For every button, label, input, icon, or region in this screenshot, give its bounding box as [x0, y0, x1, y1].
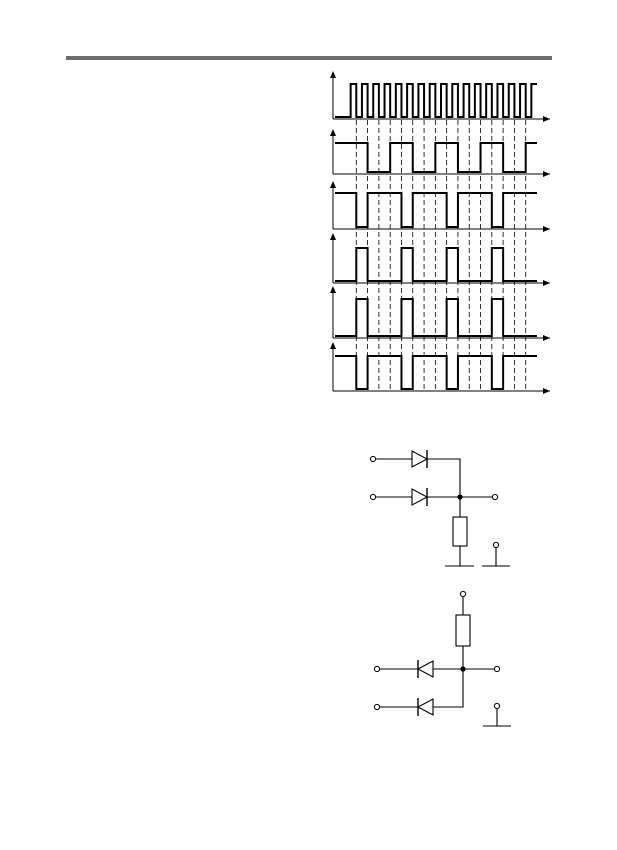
input-terminal-b [373, 703, 381, 711]
output-reference-terminal [493, 702, 501, 710]
wire [433, 706, 464, 708]
waveform-channel-2 [335, 142, 537, 173]
header-rule [66, 56, 552, 60]
supply-terminal [459, 590, 467, 598]
timing-diagram [330, 71, 550, 394]
waveform-pulse-out [335, 298, 537, 337]
amplitude-axis-arrow [330, 71, 336, 78]
output-terminal [491, 493, 499, 501]
output-terminal [493, 665, 501, 673]
diode-a [416, 660, 434, 678]
diode-b [416, 698, 434, 716]
amplitude-axis-arrow [330, 181, 336, 188]
time-axis-arrow [543, 226, 550, 232]
waveform-clock [335, 83, 537, 118]
time-axis-arrow [543, 280, 550, 286]
waveform-channel-3 [335, 192, 537, 228]
amplitude-axis-arrow [330, 342, 336, 349]
amplitude-axis-arrow [330, 129, 336, 136]
waveform-pulse-out-inverted [335, 355, 537, 390]
timing-waveforms [335, 83, 537, 390]
resistor [455, 614, 471, 647]
time-axis-arrow [543, 171, 550, 177]
time-axis-arrow [543, 388, 550, 394]
time-axis-arrow [543, 335, 550, 341]
timing-axes [330, 71, 550, 394]
amplitude-axis-arrow [330, 233, 336, 240]
wire [427, 458, 461, 497]
diode-and-gate-circuit [373, 590, 511, 727]
waveform-channel-4 [335, 247, 537, 282]
time-axis-arrow [543, 116, 550, 122]
amplitude-axis-arrow [330, 286, 336, 293]
diode-or-gate-circuit [369, 450, 510, 567]
input-terminal-a [373, 665, 381, 673]
